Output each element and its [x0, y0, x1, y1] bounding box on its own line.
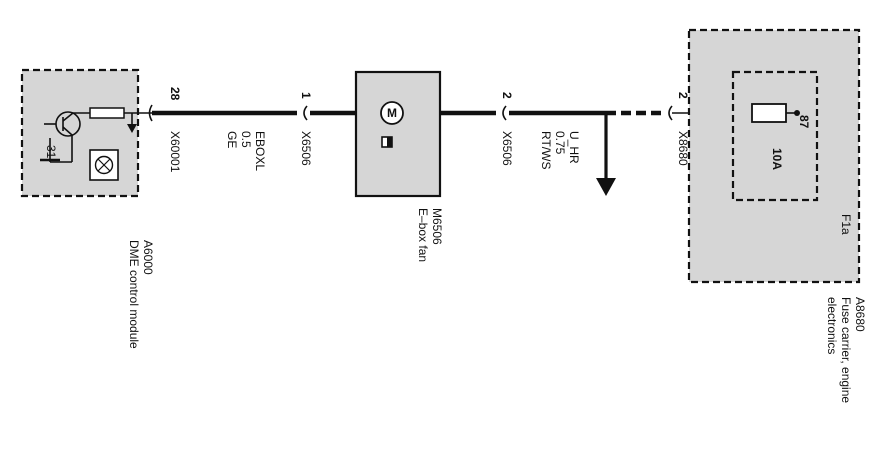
arrow-down-icon — [127, 113, 137, 133]
fuse-pin-dot — [794, 110, 800, 116]
fuse-carrier-name-line2: electronics — [825, 297, 839, 354]
fuse-carrier-box[interactable] — [687, 28, 861, 284]
fan-id: M6506 — [430, 208, 444, 245]
fuse-rating: 10A — [770, 148, 784, 170]
dme-name: DME control module — [127, 240, 141, 349]
connector-x6506-1-id: X6506 — [299, 131, 313, 166]
connector-x60001-id: X60001 — [168, 131, 182, 173]
connector-x6506-2-symbol — [502, 105, 507, 121]
transistor-symbol — [44, 111, 90, 163]
dme-id: A6000 — [141, 240, 155, 275]
connector-x6506-1-pin: 1 — [299, 92, 313, 99]
fuse-pin-label: 87 — [797, 115, 811, 129]
wire-u-hr-color: RT/WS — [539, 131, 553, 169]
wire-eboxl-name: EBOXL — [253, 131, 267, 171]
fuse-holder-box — [731, 70, 819, 202]
fuse-carrier-id: A8680 — [853, 297, 867, 332]
connector-x6506-2-id: X6506 — [500, 131, 514, 166]
connector-x6506-1-symbol — [303, 105, 308, 121]
dme-module-box[interactable] — [20, 68, 140, 198]
wire-eboxl-section: 0.5 — [239, 131, 253, 148]
ground-arrow-icon — [596, 113, 616, 196]
dme-logo-icon — [89, 149, 119, 181]
connector-x8680-id: X8680 — [676, 131, 690, 166]
connector-x8680-symbol — [668, 105, 673, 121]
fan-plug-fill — [387, 137, 392, 147]
wire-u-hr-name: U_HR — [567, 131, 581, 164]
wire-eboxl-color: GE — [225, 131, 239, 148]
wire-u-hr-section: 0.75 — [553, 131, 567, 155]
connector-x60001-symbol — [148, 104, 153, 122]
motor-icon: M — [380, 101, 404, 125]
fuse-id: F1a — [839, 214, 853, 235]
ground-label: 31 — [44, 145, 58, 159]
fuse-carrier-name-line1: Fuse carrier, engine — [839, 297, 853, 403]
fan-name: E–box fan — [416, 208, 430, 262]
resistor-symbol — [89, 107, 125, 119]
connector-x60001-pin: 28 — [168, 87, 182, 101]
connector-x6506-2-pin: 2 — [500, 92, 514, 99]
fan-box[interactable] — [354, 70, 442, 198]
fuse-symbol — [751, 103, 787, 123]
svg-text:M: M — [387, 106, 397, 120]
connector-x8680-pin: 2 — [676, 92, 690, 99]
